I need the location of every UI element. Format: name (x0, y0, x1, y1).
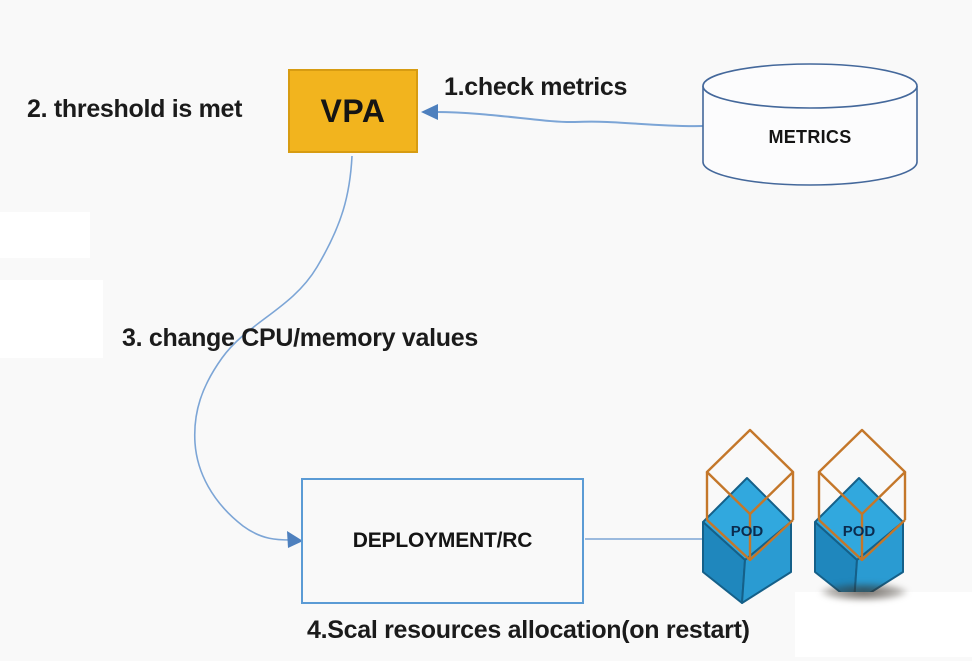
pod-wireframe-bottom (706, 519, 794, 562)
arrow-vpa-to-deployment (193, 155, 353, 541)
cylinder-body (702, 86, 918, 186)
pod-node-2: POD (814, 428, 907, 604)
step3-label: 3. change CPU/memory values (122, 324, 478, 352)
arrow-metrics-to-vpa (435, 111, 704, 128)
pod-wireframe-bottom (818, 519, 906, 562)
pod-shadow (820, 583, 908, 601)
step1-label: 1.check metrics (444, 73, 628, 101)
arrowhead-into-deployment (287, 531, 303, 548)
arrowhead-into-vpa (421, 104, 438, 120)
white-patch-left-upper (0, 212, 90, 258)
white-patch-left-lower (0, 280, 103, 358)
deployment-node: DEPLOYMENT/RC (301, 478, 584, 604)
vpa-node-label: VPA (320, 92, 386, 129)
vpa-node: VPA (288, 69, 418, 153)
deployment-node-label: DEPLOYMENT/RC (352, 529, 533, 552)
pod1-label: POD (731, 523, 764, 540)
step4-label: 4.Scal resources allocation(on restart) (307, 616, 750, 644)
pod2-label: POD (843, 523, 876, 540)
metrics-node-label: METRICS (768, 127, 851, 147)
step2-label: 2. threshold is met (27, 95, 243, 123)
metrics-cylinder: METRICS (702, 63, 918, 186)
white-patch-bottom-right (795, 592, 972, 657)
pod-cube-right-face (741, 521, 792, 604)
pod-node-1: POD (702, 428, 795, 604)
cylinder-top (702, 63, 918, 109)
